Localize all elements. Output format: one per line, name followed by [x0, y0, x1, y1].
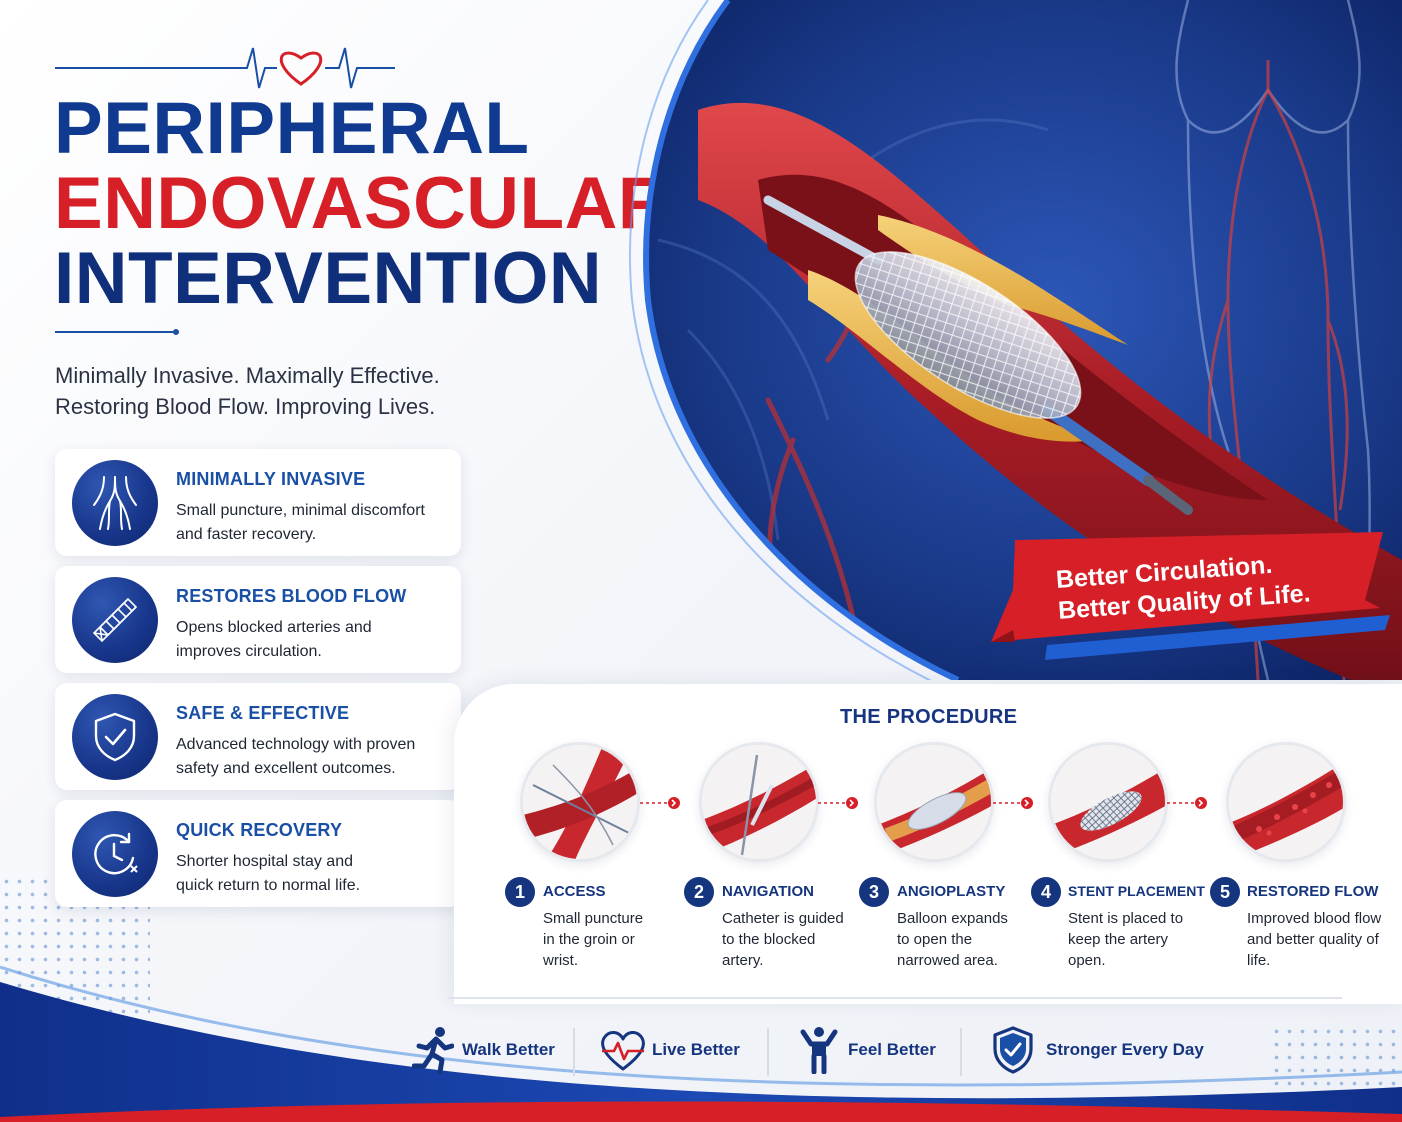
step-image-stent-placement — [1048, 742, 1168, 862]
feature-title: SAFE & EFFECTIVE — [176, 703, 350, 723]
blood-vessels-icon — [72, 460, 158, 546]
step-name: NAVIGATION — [722, 883, 814, 900]
step-arrow — [640, 797, 680, 809]
shield-check-icon — [990, 1025, 1036, 1075]
step-arrow — [993, 797, 1033, 809]
tagline-line-1: Minimally Invasive. Maximally Effective. — [55, 363, 440, 388]
procedure-divider — [448, 997, 1342, 999]
step-description: Stent is placed to keep the artery open. — [1068, 910, 1184, 969]
step-name: ANGIOPLASTY — [897, 883, 1006, 900]
feature-title: MINIMALLY INVASIVE — [176, 469, 366, 489]
step-description: Small puncture in the groin or wrist. — [543, 910, 644, 969]
clock-icon — [72, 811, 158, 897]
step-name: RESTORED FLOW — [1247, 883, 1379, 900]
feature-list: MINIMALLY INVASIVE Small puncture, minim… — [55, 449, 461, 917]
benefit-separator — [573, 1028, 575, 1076]
benefit-feel-better: Feel Better — [796, 1022, 936, 1078]
feature-title: QUICK RECOVERY — [176, 820, 343, 840]
running-person-icon — [410, 1025, 456, 1075]
procedure-title: THE PROCEDURE — [840, 706, 1018, 728]
heartbeat-heart-icon — [55, 47, 395, 89]
step-arrow — [1167, 797, 1207, 809]
feature-title: RESTORES BLOOD FLOW — [176, 586, 407, 606]
benefit-label: Walk Better — [462, 1040, 555, 1059]
stent-icon — [72, 577, 158, 663]
feature-card-restores-blood-flow: RESTORES BLOOD FLOW Opens blocked arteri… — [55, 566, 461, 673]
title-line-intervention: INTERVENTION — [54, 238, 603, 319]
feature-description: Small puncture, minimal discomfort and f… — [176, 502, 425, 543]
step-arrow — [818, 797, 858, 809]
title-underline — [55, 329, 179, 335]
step-number: 4 — [1031, 877, 1061, 907]
benefit-separator — [960, 1028, 962, 1076]
tagline: Minimally Invasive. Maximally Effective.… — [55, 360, 440, 422]
benefit-label: Live Better — [652, 1040, 740, 1059]
feature-card-quick-recovery: QUICK RECOVERY Shorter hospital stay and… — [55, 800, 461, 907]
feature-card-safe-effective: SAFE & EFFECTIVE Advanced technology wit… — [55, 683, 461, 790]
ribbon-banner — [991, 532, 1390, 660]
heart-pulse-icon — [600, 1025, 646, 1075]
step-image-access — [520, 742, 640, 862]
step-description: Balloon expands to open the narrowed are… — [897, 910, 1008, 969]
benefit-label: Stronger Every Day — [1046, 1040, 1204, 1059]
step-number: 1 — [505, 877, 535, 907]
decorative-dots-right-bottom — [1270, 1025, 1402, 1097]
step-number: 2 — [684, 877, 714, 907]
benefit-separator — [767, 1028, 769, 1076]
step-name: ACCESS — [543, 883, 606, 900]
feature-description: Advanced technology with proven safety a… — [176, 736, 416, 777]
shield-check-icon — [72, 694, 158, 780]
step-number: 5 — [1210, 877, 1240, 907]
benefit-walk-better: Walk Better — [410, 1022, 555, 1078]
step-image-restored-flow — [1226, 742, 1346, 862]
step-image-angioplasty — [874, 742, 994, 862]
step-name: STENT PLACEMENT — [1068, 883, 1205, 899]
step-description: Catheter is guided to the blocked artery… — [722, 910, 844, 969]
step-description: Improved blood flow and better quality o… — [1247, 910, 1382, 969]
bottom-wave — [0, 965, 1402, 1122]
feature-description: Opens blocked arteries and improves circ… — [176, 619, 372, 660]
person-arms-up-icon — [796, 1025, 842, 1075]
benefit-label: Feel Better — [848, 1040, 936, 1059]
benefit-live-better: Live Better — [600, 1022, 740, 1078]
page-title: PERIPHERAL ENDOVASCULAR INTERVENTION — [54, 92, 671, 317]
step-number: 3 — [859, 877, 889, 907]
title-line-endovascular: ENDOVASCULAR — [54, 163, 672, 244]
feature-description: Shorter hospital stay and quick return t… — [176, 853, 361, 894]
title-line-peripheral: PERIPHERAL — [54, 88, 530, 169]
tagline-line-2: Restoring Blood Flow. Improving Lives. — [55, 394, 436, 419]
feature-card-minimally-invasive: MINIMALLY INVASIVE Small puncture, minim… — [55, 449, 461, 556]
benefit-stronger-every-day: Stronger Every Day — [990, 1022, 1204, 1078]
step-image-navigation — [699, 742, 819, 862]
